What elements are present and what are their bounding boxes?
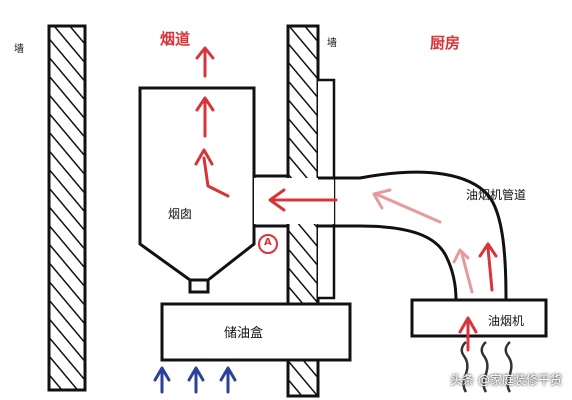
chimney [138,86,256,294]
kitchen-label: 厨房 [430,34,461,52]
arrow-up-top [195,46,215,78]
marker-a-label: A [264,237,272,248]
wall-right-label: 墙 [327,38,337,49]
left-wall [47,24,87,392]
intake-arrows [153,366,237,394]
exhaust-arrows [194,46,230,198]
arrow-left-fade [372,188,442,224]
arrow-up-duct-left [452,248,474,294]
watermark-platform: 头条 [450,373,475,387]
range-hood [410,298,548,338]
arrow-up-duct-right [478,242,498,292]
watermark: 头条 @家庭装修干货 [450,371,562,388]
oil-box-label: 储油盒 [224,326,264,341]
flue-label: 烟道 [160,30,191,48]
duct-label: 油烟机管道 [466,188,527,202]
oil-box [160,302,352,362]
marker-a [258,234,278,254]
arrow-up-hood [458,316,478,352]
hood-label: 油烟机 [488,314,525,328]
wall-left-label: 墙 [14,44,24,55]
hood-duct [318,170,508,301]
chimney-label: 烟囱 [168,207,193,221]
duct-arrows [268,188,498,352]
steam-lines [460,341,513,393]
arrow-left-main [268,188,338,212]
arrow-up-chimney-upper [195,96,215,138]
watermark-account: @家庭装修干货 [477,373,562,387]
arrow-up-chimney-bend [194,148,230,198]
